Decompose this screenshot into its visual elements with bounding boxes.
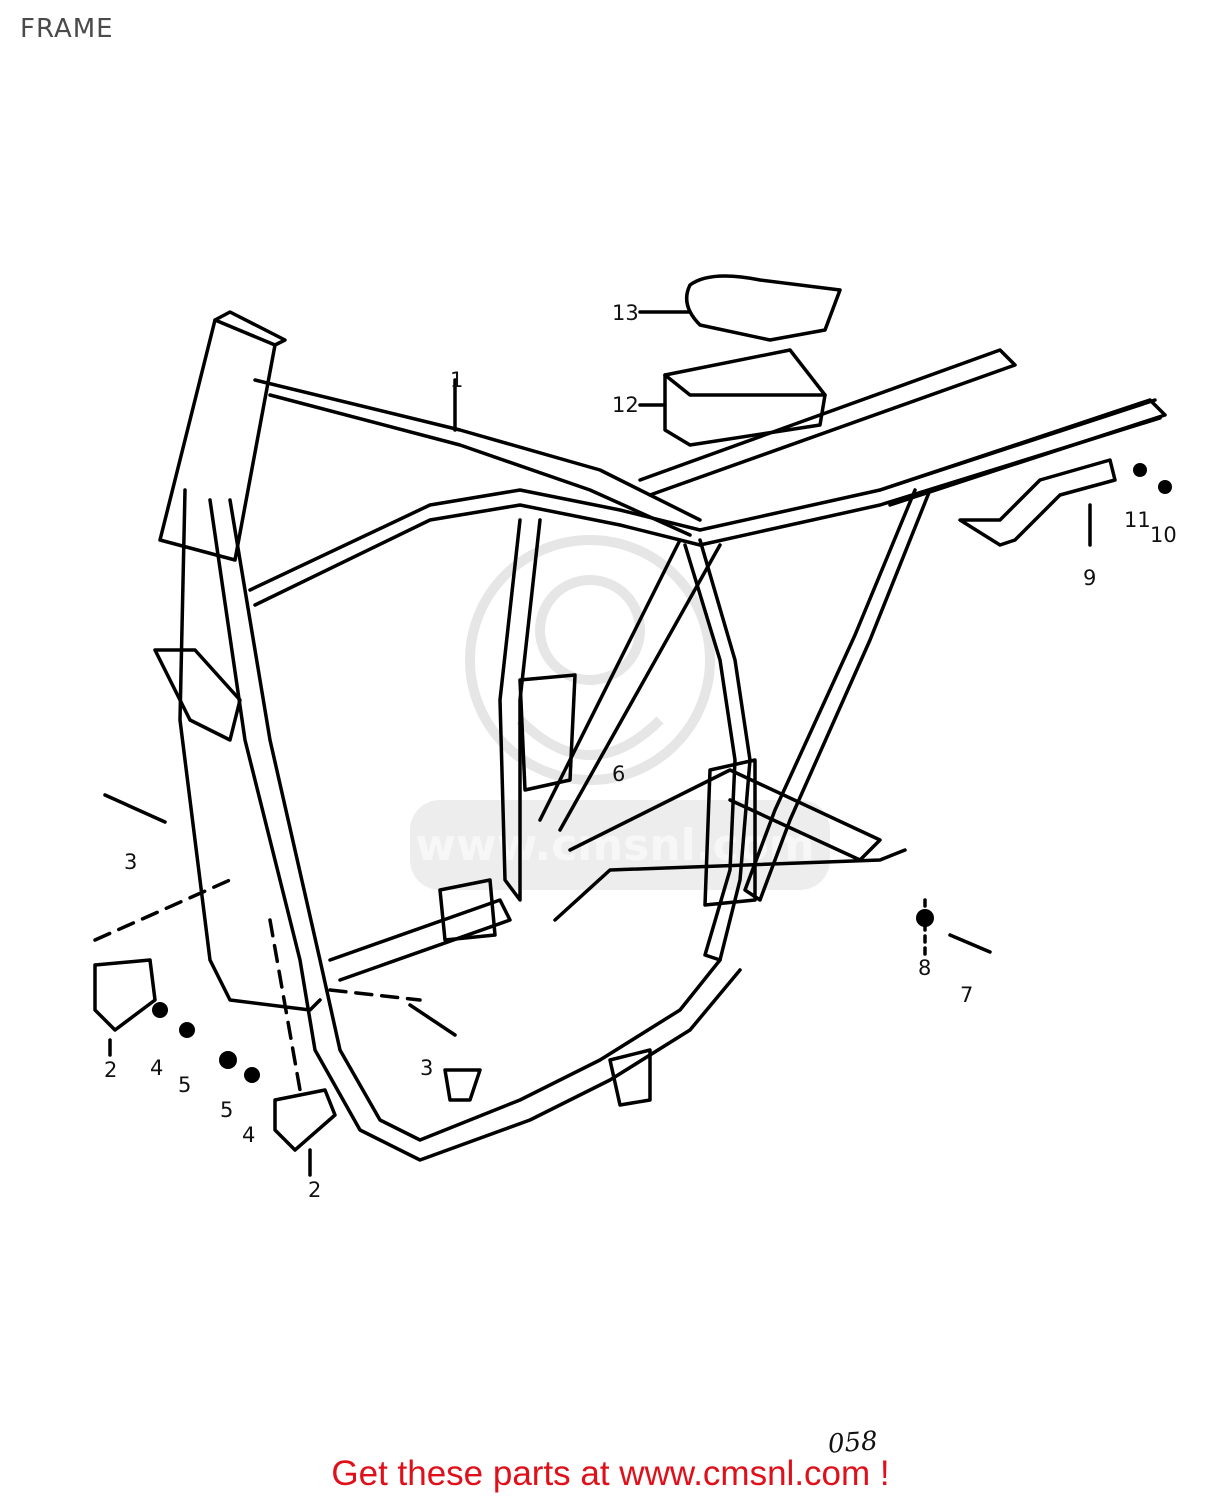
- rear-rail-right: [878, 398, 1167, 507]
- cross-member-lower: [553, 848, 907, 922]
- washer-part-8: [916, 909, 934, 927]
- frame-tab-lower: [608, 1048, 652, 1107]
- washer-part-11: [1133, 463, 1147, 477]
- callout-4-right: 4: [242, 1123, 256, 1147]
- mount-plate-left: [93, 958, 157, 1032]
- callout-8: 8: [918, 956, 932, 980]
- callout-7: 7: [960, 983, 974, 1007]
- washer-part-5-right: [219, 1051, 237, 1069]
- down-tube-right: [228, 498, 722, 1142]
- callout-5-right: 5: [220, 1098, 234, 1122]
- callout-4-left: 4: [150, 1056, 164, 1080]
- bolt-3-lower: [408, 1003, 457, 1037]
- callout-13: 13: [612, 301, 639, 325]
- rear-rail-left: [638, 348, 1017, 497]
- callout-6: 6: [612, 762, 626, 786]
- washer-part-5-left: [179, 1022, 195, 1038]
- bolt-7: [948, 933, 992, 954]
- engine-mount-center: [518, 673, 577, 792]
- engine-mount-lower: [438, 878, 497, 942]
- page-title: FRAME: [20, 14, 114, 44]
- mount-plate-right: [273, 1088, 337, 1152]
- down-tube-left: [178, 488, 322, 1012]
- footer-banner: Get these parts at www.cmsnl.com !: [0, 1454, 1221, 1494]
- battery-cover: [684, 274, 842, 342]
- callout-3-upper: 3: [124, 850, 138, 874]
- callout-12: 12: [612, 393, 639, 417]
- callout-2-right: 2: [308, 1178, 322, 1202]
- callout-9: 9: [1083, 566, 1097, 590]
- cross-member-front: [328, 898, 512, 982]
- rear-stay: [743, 488, 932, 902]
- nut-part-4-right: [244, 1067, 260, 1083]
- cmsnl-watermark-logo: www.cmsnl.com: [410, 535, 830, 890]
- nut-part-4-left: [152, 1002, 168, 1018]
- seat-tube-left: [498, 518, 542, 902]
- engine-mount-front: [153, 648, 242, 742]
- cmsnl-parts-link[interactable]: Get these parts at www.cmsnl.com !: [331, 1454, 890, 1493]
- engine-mount-rear: [703, 758, 757, 907]
- bracket-part-9: [958, 458, 1117, 547]
- callout-11: 11: [1124, 508, 1151, 532]
- steering-head-tube: [158, 318, 277, 562]
- callout-3-lower: 3: [420, 1056, 434, 1080]
- top-tube-main: [248, 398, 1157, 592]
- callout-5-left: 5: [178, 1073, 192, 1097]
- callout-2-left: 2: [104, 1058, 118, 1082]
- seat-tube-right: [683, 538, 752, 962]
- callout-1: 1: [450, 368, 464, 392]
- battery-box: [663, 348, 827, 447]
- bolt-3-upper: [103, 793, 167, 824]
- nut-part-10: [1158, 480, 1172, 494]
- callout-10: 10: [1150, 523, 1177, 547]
